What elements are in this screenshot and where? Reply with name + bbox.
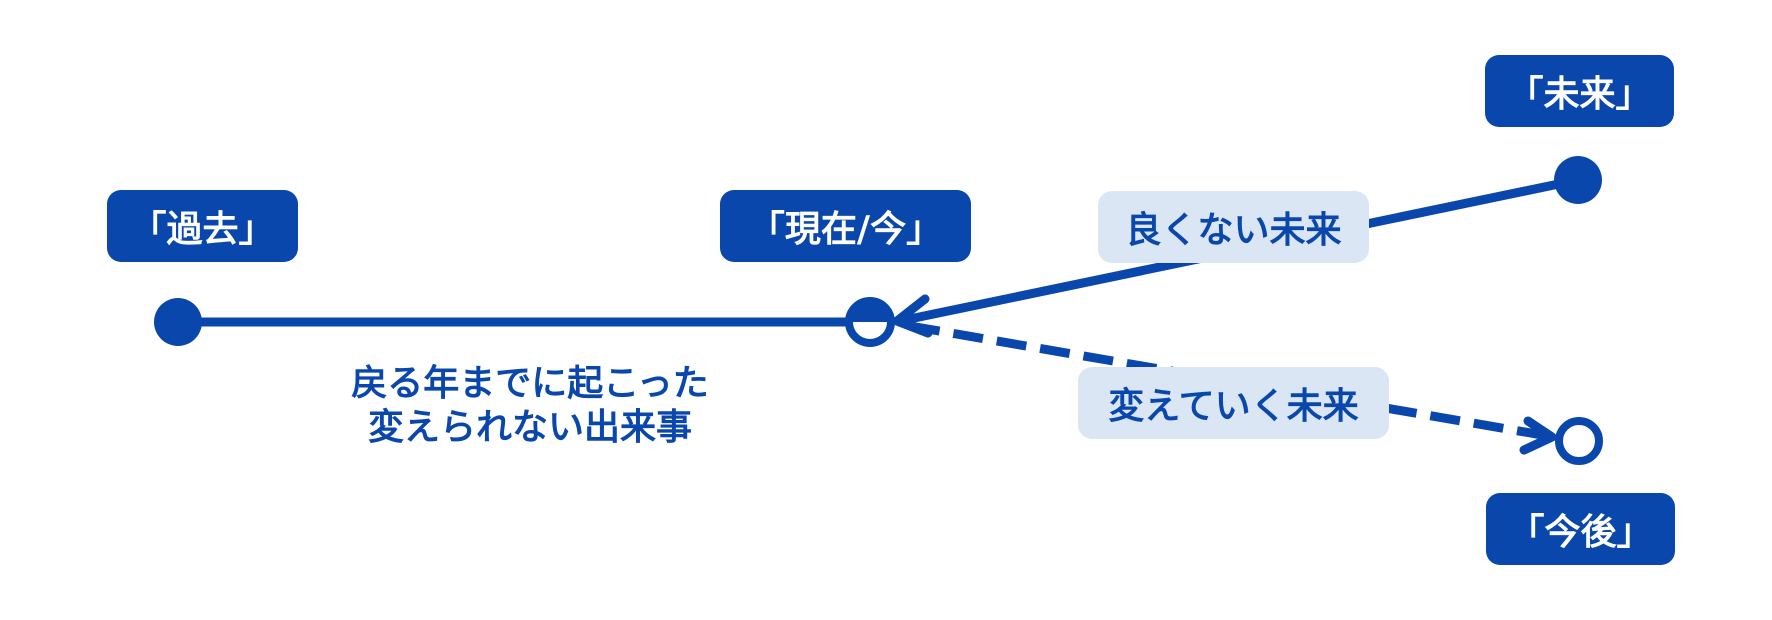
changing-future-arrowhead	[1519, 416, 1557, 455]
future-node	[1554, 156, 1602, 204]
edge-label-bad-future: 良くない未来	[1098, 191, 1369, 263]
node-label-past: 「過去」	[107, 190, 298, 262]
node-label-hereafter: 「今後」	[1486, 493, 1675, 565]
node-label-future: 「未来」	[1485, 55, 1674, 127]
present-node-fill	[849, 301, 891, 322]
past-events-note-line2: 変えられない出来事	[367, 407, 692, 448]
past-events-note: 戻る年までに起こった 変えられない出来事	[300, 362, 760, 450]
node-label-present: 「現在/今」	[720, 190, 971, 262]
past-events-note-line1: 戻る年までに起こった	[351, 363, 709, 404]
past-node	[154, 298, 202, 346]
edge-label-changing-future: 変えていく未来	[1078, 367, 1389, 439]
hereafter-node	[1555, 417, 1603, 465]
